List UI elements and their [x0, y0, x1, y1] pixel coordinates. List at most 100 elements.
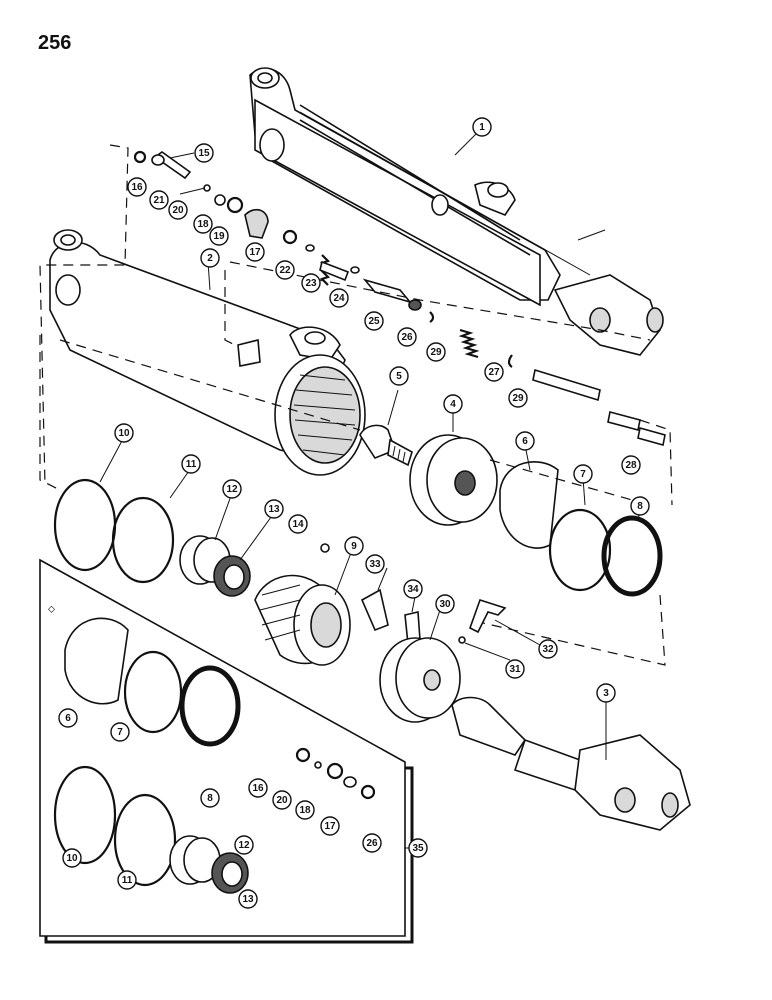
callout-number: 28	[625, 460, 637, 471]
callout-number: 26	[366, 838, 378, 849]
callout-28: 28	[621, 455, 641, 475]
callout-number: 7	[117, 727, 123, 738]
callout-number: 13	[268, 504, 280, 515]
callout-number: 6	[65, 713, 71, 724]
callout-number: 20	[172, 205, 184, 216]
callout-19: 19	[209, 226, 229, 246]
callout-34: 34	[403, 579, 423, 599]
callout-number: 9	[351, 541, 357, 552]
callout-13: 13	[264, 499, 284, 519]
callout-number: 13	[242, 894, 254, 905]
callout-8: 8	[200, 788, 220, 808]
callout-number: 4	[450, 399, 456, 410]
callout-13: 13	[238, 889, 258, 909]
callout-labels: 1234567891011121314151617181920212223242…	[58, 117, 650, 909]
callout-2: 2	[200, 248, 220, 268]
callout-number: 6	[522, 436, 528, 447]
callout-24: 24	[329, 288, 349, 308]
callout-8: 8	[630, 496, 650, 516]
callout-number: 33	[369, 559, 381, 570]
callout-30: 30	[435, 594, 455, 614]
callout-number: 23	[305, 278, 317, 289]
cylinder-barrel	[49, 229, 366, 476]
callout-3: 3	[596, 683, 616, 703]
callout-number: 15	[198, 148, 210, 159]
callout-7: 7	[110, 722, 130, 742]
callout-number: 2	[207, 253, 213, 264]
callout-number: 30	[439, 599, 451, 610]
callout-number: 12	[226, 484, 238, 495]
callout-number: 29	[430, 347, 442, 358]
callout-number: 12	[238, 840, 250, 851]
callout-12: 12	[222, 479, 242, 499]
callout-9: 9	[344, 536, 364, 556]
callout-number: 16	[131, 182, 143, 193]
callout-number: 1	[479, 122, 485, 133]
callout-20: 20	[168, 200, 188, 220]
callout-number: 18	[197, 219, 209, 230]
callout-26: 26	[397, 327, 417, 347]
callout-15: 15	[194, 143, 214, 163]
callout-23: 23	[301, 273, 321, 293]
callout-number: 5	[396, 371, 402, 382]
callout-18: 18	[193, 214, 213, 234]
callout-number: 22	[279, 265, 291, 276]
callout-17: 17	[245, 242, 265, 262]
callout-16: 16	[127, 177, 147, 197]
callout-number: 25	[368, 316, 380, 327]
callout-number: 10	[118, 428, 130, 439]
callout-18: 18	[295, 800, 315, 820]
piston-rod	[451, 696, 691, 831]
callout-number: 8	[207, 793, 213, 804]
valve-parts	[133, 150, 513, 368]
callout-number: 3	[603, 688, 609, 699]
callout-number: 16	[252, 783, 264, 794]
callout-31: 31	[505, 659, 525, 679]
piston-seals	[499, 461, 663, 597]
callout-number: 24	[333, 293, 345, 304]
callout-27: 27	[484, 362, 504, 382]
callout-number: 32	[542, 644, 554, 655]
callout-22: 22	[275, 260, 295, 280]
callout-number: 7	[580, 469, 586, 480]
callout-16: 16	[248, 778, 268, 798]
callout-number: 35	[412, 843, 424, 854]
callout-number: 21	[153, 195, 165, 206]
callout-11: 11	[117, 870, 137, 890]
callout-32: 32	[538, 639, 558, 659]
callout-14: 14	[288, 514, 308, 534]
callout-number: 17	[249, 247, 261, 258]
callout-number: 14	[292, 519, 304, 530]
callout-number: 31	[509, 664, 521, 675]
callout-35: 35	[408, 838, 428, 858]
callout-5: 5	[389, 366, 409, 386]
callout-21: 21	[149, 190, 169, 210]
callout-17: 17	[320, 816, 340, 836]
callout-26: 26	[362, 833, 382, 853]
callout-4: 4	[443, 394, 463, 414]
callout-number: 19	[213, 231, 225, 242]
callout-11: 11	[181, 454, 201, 474]
page-number: 256	[38, 32, 72, 54]
callout-number: 26	[401, 332, 413, 343]
callout-25: 25	[364, 311, 384, 331]
gland	[254, 574, 351, 666]
callout-6: 6	[515, 431, 535, 451]
piston-bolt	[359, 424, 413, 467]
callout-29: 29	[508, 388, 528, 408]
callout-7: 7	[573, 464, 593, 484]
callout-number: 20	[276, 795, 288, 806]
dashed-boundaries	[39, 144, 673, 666]
callout-6: 6	[58, 708, 78, 728]
gland-seals	[53, 478, 330, 597]
callout-number: 11	[186, 459, 197, 470]
rod-pins	[532, 368, 666, 447]
callout-10: 10	[62, 848, 82, 868]
callout-number: 29	[512, 393, 524, 404]
collar-assembly	[360, 588, 507, 723]
callout-1: 1	[472, 117, 492, 137]
callout-number: 18	[299, 805, 311, 816]
callout-number: 27	[488, 367, 500, 378]
callout-number: 17	[324, 821, 336, 832]
